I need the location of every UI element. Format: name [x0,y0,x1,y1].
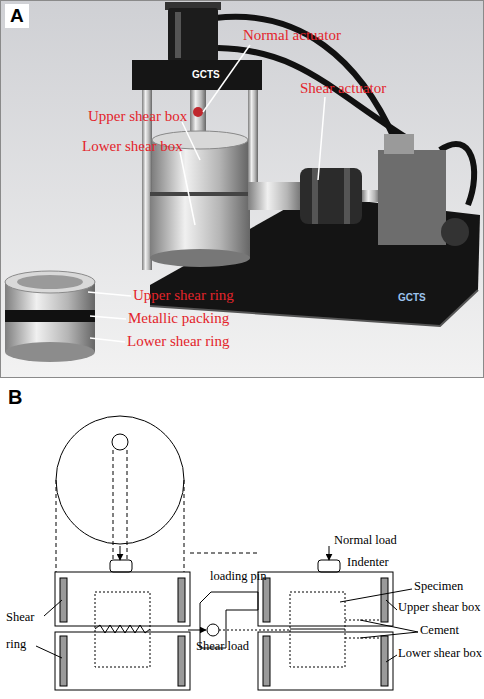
shear-ring-strip [178,636,185,686]
part-label: Specimen [414,580,463,594]
part-label: Normal load [334,534,397,548]
indenter [110,560,132,572]
shear-ring-strip [263,578,270,622]
lower-shear-box-base [150,249,250,267]
loading-pin [207,624,219,636]
part-label: Shear actuator [300,80,386,97]
part-label: Upper shear box [398,601,481,615]
brand-logo: GCTS [192,69,220,80]
part-label: loading pin [210,570,267,584]
actuator-rod [362,190,380,202]
upper-shear-box [258,572,393,626]
plan-indenter [112,434,128,450]
part-label: Metallic packing [128,310,229,327]
leader-line [36,646,62,658]
shear-ring-strip [60,578,67,622]
part-label: Normal actuator [243,27,341,44]
normal-actuator-body [168,8,218,62]
upper-shear-box [55,572,190,626]
indenter [318,560,340,572]
projection-line [113,450,114,560]
shear-ring-strip [178,578,185,622]
shear-ring-strip [60,636,67,686]
projection-line [190,553,258,554]
panel-letter: A [5,4,29,28]
metallic-packing [5,310,95,322]
part-label: Lower shear box [82,138,183,155]
actuator-highlight [175,12,181,58]
leader-line [318,97,325,180]
leader-line [90,316,126,319]
leader-line [44,600,62,616]
specimen-outline [290,592,345,667]
schematic [36,416,418,690]
leader-line [182,122,200,160]
specimen-outline [95,592,150,667]
part-label: Upper shear ring [133,287,234,304]
part-label: Lower shear ring [127,333,229,350]
lower-shear-box [150,196,250,258]
photo-background [0,0,484,378]
ring-base [5,342,95,362]
projection-line [127,450,128,560]
part-label: Indenter [347,556,389,570]
ring-bore [17,275,83,289]
shear-ring-strip [381,578,388,622]
part-label: Lower shear box [398,647,482,661]
shear-arm [248,182,304,210]
lower-shear-box [55,632,190,690]
part-label: Shear ring [6,604,44,658]
part-label: Upper shear box [88,108,187,125]
actuator-ring [344,168,350,224]
brand-logo: GCTS [398,292,426,303]
normal-load-arrow [120,546,121,560]
part-label: Cement [420,624,459,638]
projection-line [56,480,57,572]
panel-letter: B [8,386,22,409]
leader-lines [88,45,325,342]
shear-ring-strip [263,636,270,686]
part-label: Shear load [196,640,249,654]
leader-line [386,600,397,610]
normal-load-arrow [329,546,330,560]
adjust-knob [441,218,469,246]
leader-line [88,292,131,296]
shear-actuator-body [300,168,362,224]
joint-profile [95,625,150,633]
ring-top [5,271,95,293]
projection-line [184,480,185,572]
servo-valve [384,134,414,154]
load-crossbar [132,60,262,90]
leader-line [360,632,418,638]
photo-panel: A [0,0,484,378]
valve-block [378,150,446,245]
leader-line [386,655,397,662]
load-line [219,630,290,631]
leader-line [360,620,418,632]
joint-plane [290,629,345,630]
piston-fitting [193,107,203,117]
leader-line [90,338,125,342]
lower-shear-box [258,632,393,690]
shear-load-arrow [188,630,206,631]
plan-circle [56,416,184,544]
shear-gap [150,192,250,196]
actuator-ring [312,168,318,224]
leader-line [180,152,195,225]
